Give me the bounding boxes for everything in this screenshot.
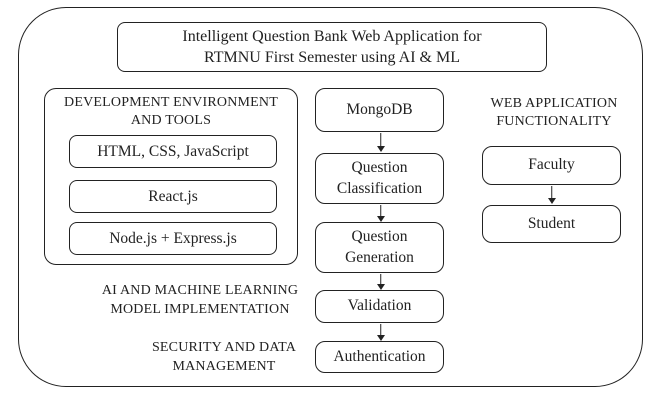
dev-tools-heading: DEVELOPMENT ENVIRONMENT AND TOOLS <box>45 94 297 130</box>
node-question-generation-label: Question Generation <box>345 228 414 266</box>
node-faculty-label: Faculty <box>528 156 575 174</box>
node-student: Student <box>482 205 621 243</box>
diagram-title-box: Intelligent Question Bank Web Applicatio… <box>117 22 547 72</box>
dev-tools-heading-line1: DEVELOPMENT ENVIRONMENT <box>64 95 278 110</box>
node-faculty: Faculty <box>482 146 621 185</box>
arrow-down-icon <box>375 133 386 152</box>
security-label-line2: MANAGEMENT <box>172 359 276 374</box>
node-student-label: Student <box>527 214 576 232</box>
ai-ml-label-line1: AI AND MACHINE LEARNING <box>101 283 299 298</box>
security-label-line1: SECURITY AND DATA <box>151 340 297 355</box>
security-label: SECURITY AND DATA MANAGEMENT <box>112 338 336 376</box>
diagram-title-line1: Intelligent Question Bank Web Applicatio… <box>182 28 482 45</box>
node-authentication: Authentication <box>315 341 444 373</box>
arrow-down-icon <box>375 324 386 341</box>
node-validation-label: Validation <box>347 297 412 315</box>
web-app-heading-line1: WEB APPLICATION <box>490 96 618 111</box>
node-react: React.js <box>69 180 277 213</box>
dev-tools-heading-line2: AND TOOLS <box>130 113 212 128</box>
node-mongodb-label: MongoDB <box>346 100 413 118</box>
web-app-heading: WEB APPLICATION FUNCTIONALITY <box>466 95 642 131</box>
ai-ml-label-line2: MODEL IMPLEMENTATION <box>110 302 290 317</box>
node-node-express-label: Node.js + Express.js <box>109 229 237 247</box>
node-authentication-label: Authentication <box>333 347 426 365</box>
arrow-down-icon <box>546 186 557 204</box>
dev-tools-group: DEVELOPMENT ENVIRONMENT AND TOOLS HTML, … <box>44 88 298 265</box>
node-question-classification: Question Classification <box>315 153 444 204</box>
node-validation: Validation <box>315 290 444 323</box>
node-html-css-js-label: HTML, CSS, JavaScript <box>97 142 249 160</box>
diagram-outer-border <box>18 7 643 387</box>
ai-ml-label: AI AND MACHINE LEARNING MODEL IMPLEMENTA… <box>88 281 312 319</box>
diagram-title-line2: RTMNU First Semester using AI & ML <box>204 49 460 66</box>
node-node-express: Node.js + Express.js <box>69 222 277 255</box>
node-mongodb: MongoDB <box>315 88 444 132</box>
arrow-down-icon <box>375 205 386 222</box>
node-react-label: React.js <box>148 187 198 205</box>
node-question-classification-label: Question Classification <box>336 159 423 197</box>
node-html-css-js: HTML, CSS, JavaScript <box>69 135 277 168</box>
node-question-generation: Question Generation <box>315 222 444 273</box>
web-app-heading-line2: FUNCTIONALITY <box>496 114 612 129</box>
arrow-down-icon <box>375 274 386 290</box>
